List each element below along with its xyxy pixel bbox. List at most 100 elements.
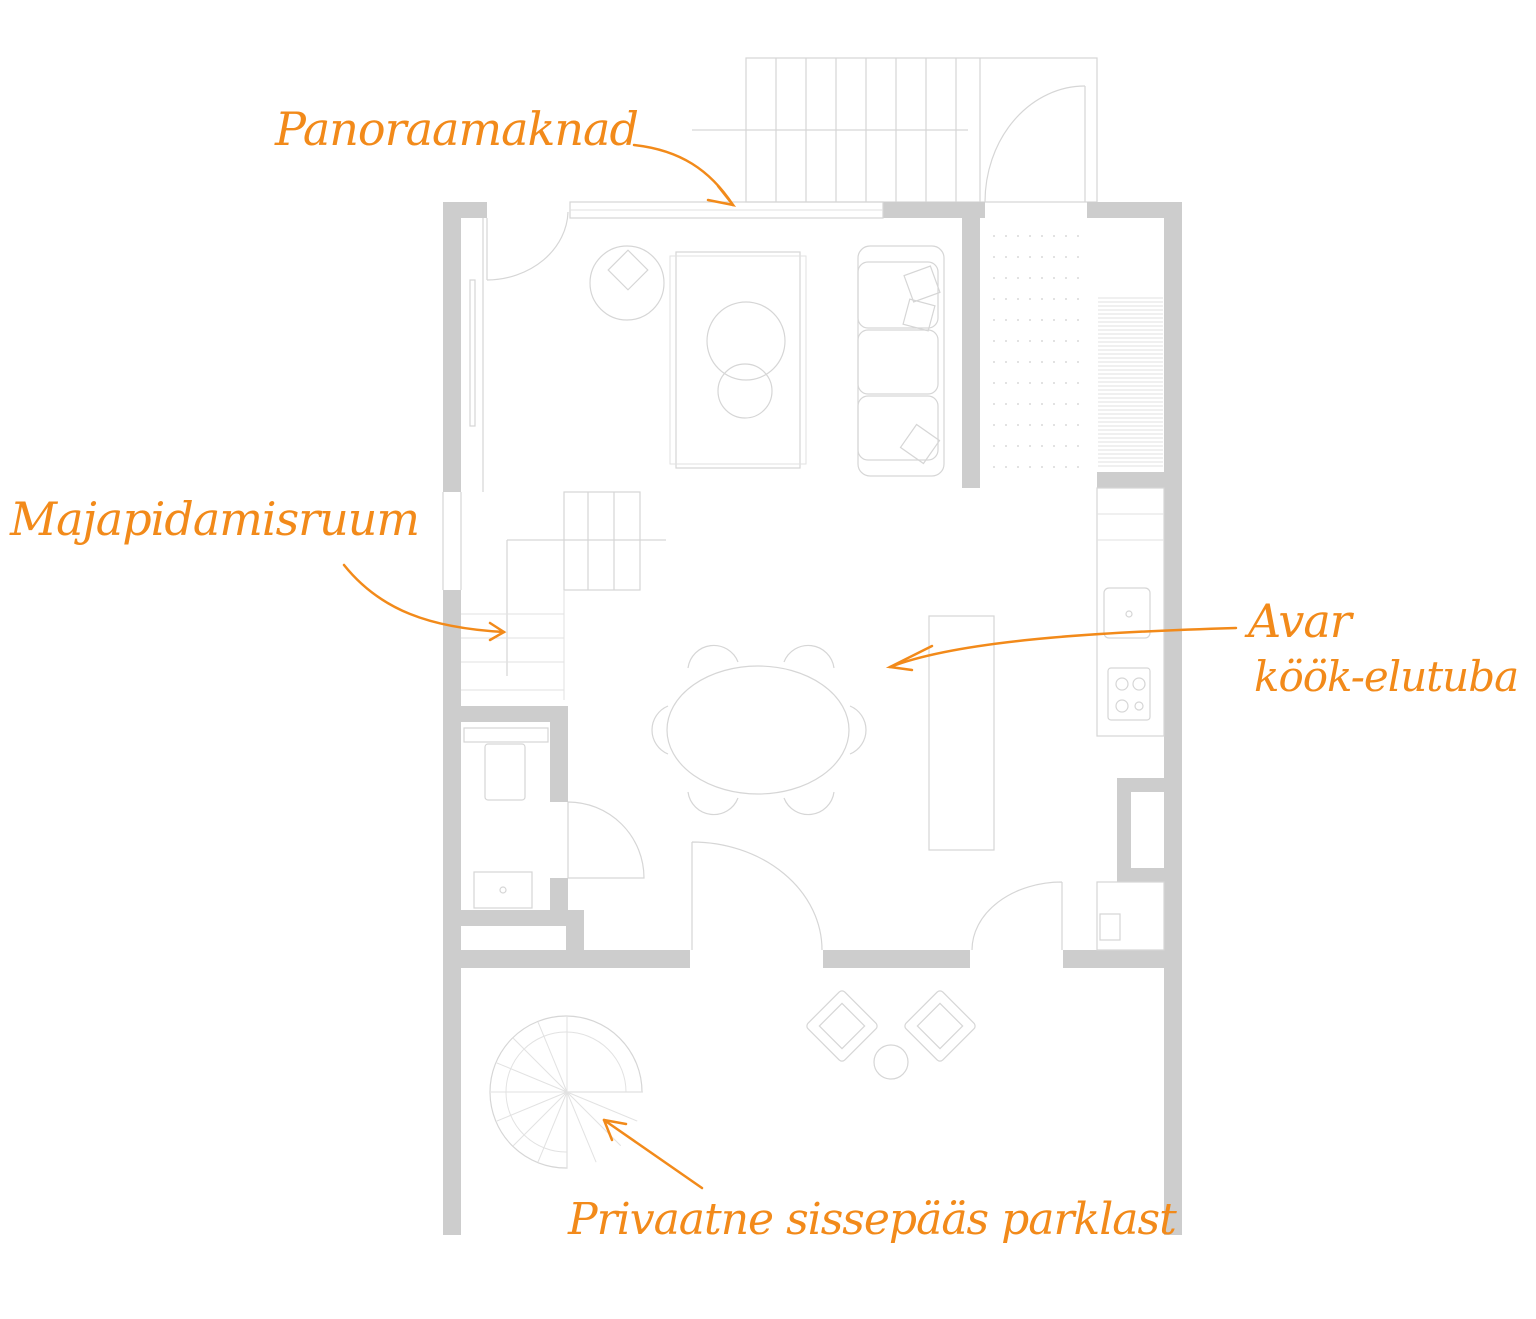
dot xyxy=(1029,361,1031,363)
dot xyxy=(1029,319,1031,321)
dot xyxy=(1077,340,1079,342)
spiral-step xyxy=(566,1091,622,1147)
spiral-step xyxy=(512,1091,568,1147)
dot xyxy=(993,235,995,237)
dot xyxy=(1077,319,1079,321)
entrance-furniture xyxy=(806,990,976,1080)
dot xyxy=(1041,298,1043,300)
dot xyxy=(1005,424,1007,426)
dot xyxy=(1041,403,1043,405)
dot xyxy=(1053,361,1055,363)
dot xyxy=(1017,445,1019,447)
dot xyxy=(1041,361,1043,363)
kitchen-island xyxy=(928,615,995,851)
dot xyxy=(993,277,995,279)
dot xyxy=(1017,319,1019,321)
dot xyxy=(1005,340,1007,342)
dot xyxy=(1041,382,1043,384)
panorama-window xyxy=(569,201,884,219)
dot xyxy=(1077,466,1079,468)
spiral-step xyxy=(496,1091,568,1122)
label-open-kitchen-2: köök-elutuba xyxy=(1254,652,1519,701)
dot xyxy=(1029,403,1031,405)
dot xyxy=(1053,340,1055,342)
dot xyxy=(1029,235,1031,237)
dot xyxy=(1017,277,1019,279)
label-utility-room: Majapidamisruum xyxy=(10,492,420,546)
walls xyxy=(443,202,1182,1235)
dot xyxy=(993,298,995,300)
dot xyxy=(1017,466,1019,468)
dot xyxy=(1053,298,1055,300)
label-open-kitchen-1: Avar xyxy=(1248,594,1352,648)
dot xyxy=(1017,256,1019,258)
dot xyxy=(1029,298,1031,300)
dot xyxy=(1005,382,1007,384)
dot xyxy=(993,361,995,363)
dot xyxy=(1065,340,1067,342)
dot xyxy=(1053,382,1055,384)
dining-table xyxy=(651,644,867,816)
dot xyxy=(1017,235,1019,237)
dot xyxy=(1065,424,1067,426)
dot xyxy=(1029,382,1031,384)
dot xyxy=(1029,256,1031,258)
dot xyxy=(1041,466,1043,468)
dot xyxy=(1017,340,1019,342)
dot xyxy=(1029,340,1031,342)
dot xyxy=(1077,256,1079,258)
dot xyxy=(1077,424,1079,426)
dot xyxy=(1053,277,1055,279)
inner-stairs xyxy=(461,491,666,700)
dot xyxy=(1029,277,1031,279)
dot xyxy=(1005,256,1007,258)
dot xyxy=(1041,424,1043,426)
dot xyxy=(1077,235,1079,237)
dot xyxy=(1077,445,1079,447)
dot xyxy=(993,445,995,447)
dot xyxy=(1017,424,1019,426)
dot xyxy=(1065,445,1067,447)
dot xyxy=(993,340,995,342)
dot xyxy=(1053,403,1055,405)
dot xyxy=(1077,277,1079,279)
dot xyxy=(1041,256,1043,258)
dot xyxy=(1041,445,1043,447)
dot xyxy=(1005,298,1007,300)
bathroom xyxy=(463,727,645,909)
dot xyxy=(1077,361,1079,363)
dot xyxy=(1041,340,1043,342)
dot xyxy=(1005,277,1007,279)
dot xyxy=(1029,466,1031,468)
dot xyxy=(1005,319,1007,321)
label-panorama-windows: Panoraamaknad xyxy=(275,102,639,156)
dot xyxy=(1065,277,1067,279)
dot xyxy=(1029,445,1031,447)
spiral-step xyxy=(537,1021,568,1093)
dot xyxy=(993,466,995,468)
dot xyxy=(1005,361,1007,363)
dot xyxy=(1065,235,1067,237)
dot xyxy=(1017,298,1019,300)
dot xyxy=(1065,382,1067,384)
dot xyxy=(1053,256,1055,258)
dot xyxy=(1065,403,1067,405)
top-staircase xyxy=(692,57,1098,203)
stripes xyxy=(1098,297,1163,467)
arrow-kitchen xyxy=(888,626,1238,669)
spiral-step xyxy=(496,1062,568,1093)
arrow-panorama xyxy=(632,143,735,207)
spiral-step xyxy=(566,1091,597,1163)
terrace-dots xyxy=(993,235,1079,468)
dot xyxy=(1053,445,1055,447)
dot xyxy=(993,319,995,321)
dot xyxy=(993,403,995,405)
dot xyxy=(1065,256,1067,258)
dot xyxy=(1053,424,1055,426)
spiral-step xyxy=(537,1091,568,1163)
dot xyxy=(1077,382,1079,384)
dot xyxy=(1017,361,1019,363)
dot xyxy=(1053,466,1055,468)
dot xyxy=(1065,466,1067,468)
